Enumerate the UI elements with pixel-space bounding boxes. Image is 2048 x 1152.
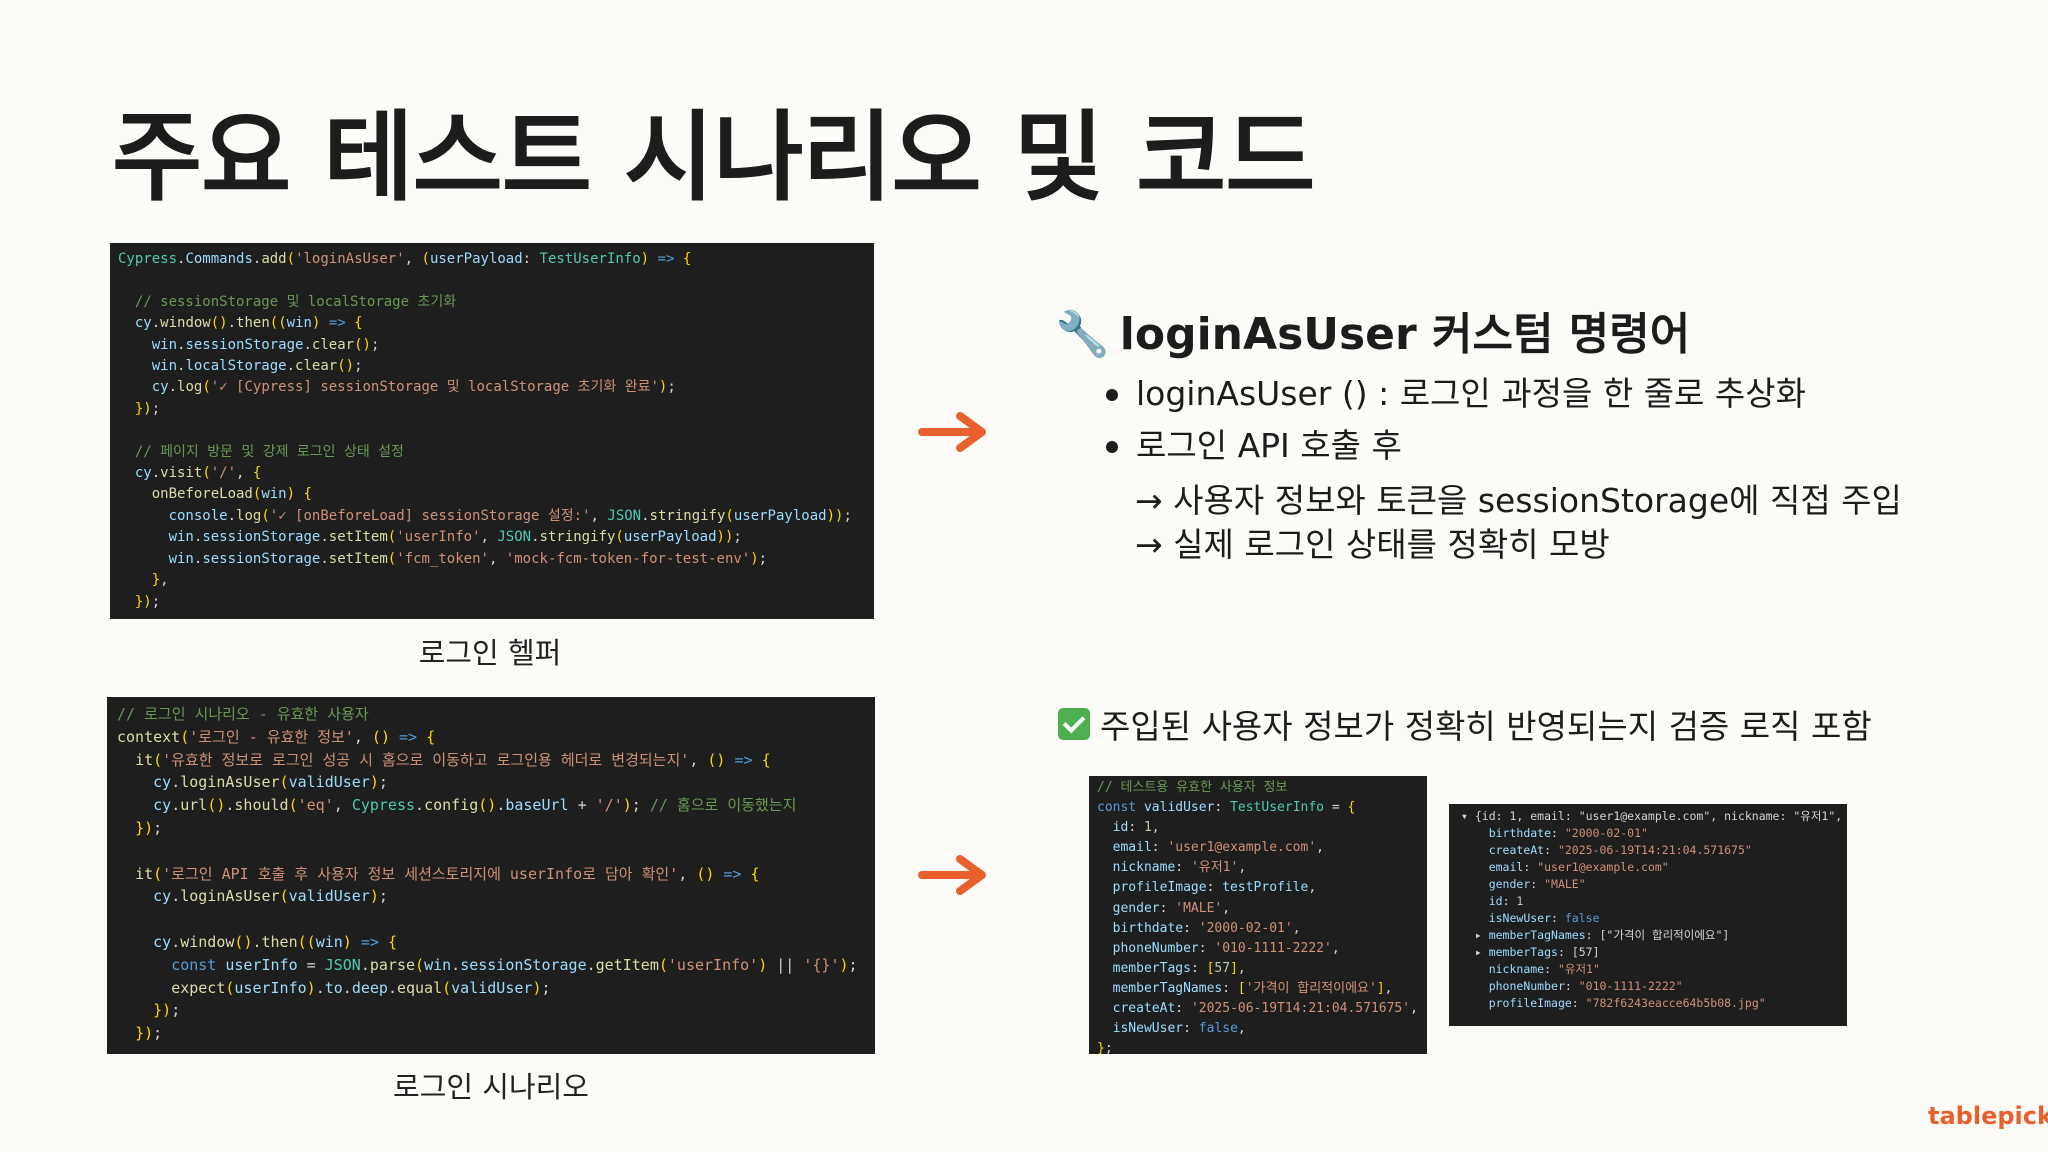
code-line: context('로그인 - 유효한 정보', () => {	[117, 727, 436, 746]
code-line: };	[1097, 1041, 1113, 1054]
code-line: email: "user1@example.com"	[1488, 860, 1669, 874]
code-line: const validUser: TestUserInfo = {	[1097, 800, 1356, 816]
valid-user-code-block: // 테스트용 유효한 사용자 정보 const validUser: TestU…	[1089, 776, 1427, 1054]
list-item: loginAsUser () : 로그인 과정을 한 줄로 추상화	[1100, 372, 1806, 416]
code-line: cy.loginAsUser(validUser);	[153, 773, 388, 792]
arrow-right-icon	[918, 855, 986, 895]
code-line: Cypress.Commands.add('loginAsUser', (use…	[118, 251, 692, 267]
page-title: 주요 테스트 시나리오 및 코드	[112, 101, 1315, 215]
code-line: const userInfo = JSON.parse(win.sessionS…	[171, 955, 858, 974]
code-line: ▸ memberTagNames: ["가격이 합리적이에요"]	[1461, 928, 1730, 942]
helper-caption: 로그인 헬퍼	[418, 636, 562, 670]
sub-point: → 실제 로그인 상태를 정확히 모방	[1135, 525, 1610, 564]
code-line: createAt: "2025-06-19T14:21:04.571675"	[1488, 843, 1752, 857]
code-line: phoneNumber: '010-1111-2222',	[1112, 940, 1340, 956]
code-line: console.log('✓ [onBeforeLoad] sessionSto…	[168, 507, 852, 524]
code-line: isNewUser: false,	[1112, 1021, 1246, 1037]
code-line: onBeforeLoad(win) {	[151, 486, 312, 503]
code-line: gender: 'MALE',	[1112, 900, 1231, 916]
code-line: it('유효한 정보로 로그인 성공 시 홈으로 이동하고 로그인용 헤더로 변…	[135, 750, 771, 769]
code-line: id: 1	[1488, 894, 1524, 908]
code-line: profileImage: testProfile,	[1112, 880, 1317, 896]
code-line: },	[151, 572, 169, 589]
code-line: birthdate: '2000-02-01',	[1112, 920, 1301, 936]
code-line: phoneNumber: "010-1111-2222"	[1488, 979, 1683, 993]
scenario-caption: 로그인 시나리오	[393, 1070, 589, 1104]
scenario-code-block: // 로그인 시나리오 - 유효한 사용자 context('로그인 - 유효한 …	[107, 697, 875, 1054]
helper-code-block: Cypress.Commands.add('loginAsUser', (use…	[110, 243, 874, 619]
code-line: nickname: "유저1"	[1488, 962, 1600, 976]
section-title: 🔧loginAsUser 커스텀 명령어	[1055, 298, 1690, 362]
code-line: });	[153, 1001, 181, 1020]
code-line: });	[134, 593, 161, 610]
code-line: cy.loginAsUser(validUser);	[153, 887, 388, 906]
tablepick-logo: tablepick	[1928, 1102, 2048, 1130]
code-line: cy.window().then((win) => {	[153, 932, 397, 951]
code-line: birthdate: "2000-02-01"	[1488, 826, 1648, 840]
code-line: memberTags: [57],	[1112, 960, 1246, 976]
code-line: win.sessionStorage.clear();	[151, 336, 380, 353]
check-note-text: 주입된 사용자 정보가 정확히 반영되는지 검증 로직 포함	[1100, 707, 1872, 746]
code-line: expect(userInfo).to.deep.equal(validUser…	[171, 978, 551, 997]
code-line: });	[134, 400, 161, 417]
code-line: win.localStorage.clear();	[151, 358, 363, 375]
code-line: win.sessionStorage.setItem('userInfo', J…	[168, 529, 742, 546]
code-line: cy.window().then((win) => {	[134, 315, 363, 332]
code-line: isNewUser: false	[1488, 911, 1600, 925]
check-note: 주입된 사용자 정보가 정확히 반영되는지 검증 로직 포함	[1058, 700, 1872, 748]
code-line: });	[135, 1024, 163, 1043]
code-line: memberTagNames: ['가격이 합리적이에요'],	[1112, 980, 1393, 996]
code-line: nickname: '유저1',	[1112, 860, 1247, 876]
code-line	[118, 270, 874, 291]
code-line: // 로그인 시나리오 - 유효한 사용자	[117, 705, 369, 723]
console-output-panel: ▾ {id: 1, email: "user1@example.com", ni…	[1449, 804, 1847, 1026]
code-line: it('로그인 API 호출 후 사용자 정보 세션스토리지에 userInfo…	[135, 864, 760, 883]
code-line	[118, 420, 874, 441]
code-line: win.sessionStorage.setItem('fcm_token', …	[168, 550, 768, 567]
code-line: ▸ memberTags: [57]	[1461, 945, 1600, 959]
code-line: id: 1,	[1112, 820, 1160, 836]
arrow-right-icon	[918, 412, 986, 452]
code-line: profileImage: "782f6243eacce64b5b08.jpg"	[1488, 996, 1766, 1010]
sub-point: → 사용자 정보와 토큰을 sessionStorage에 직접 주입	[1135, 481, 1902, 520]
list-item: 로그인 API 호출 후	[1100, 424, 1806, 468]
feature-list: loginAsUser () : 로그인 과정을 한 줄로 추상화 로그인 AP…	[1100, 372, 1806, 476]
code-line: // 테스트용 유효한 사용자 정보	[1097, 780, 1288, 795]
code-line	[117, 840, 875, 863]
code-line: cy.url().should('eq', Cypress.config().b…	[153, 796, 797, 815]
code-line: ▾ {id: 1, email: "user1@example.com", ni…	[1461, 809, 1843, 823]
section-title-text: loginAsUser 커스텀 명령어	[1119, 309, 1691, 360]
code-line: gender: "MALE"	[1488, 877, 1586, 891]
code-line: cy.visit('/', {	[134, 465, 262, 482]
code-line: // 페이지 방문 및 강제 로그인 상태 설정	[118, 443, 404, 460]
checkmark-icon	[1058, 708, 1090, 740]
code-line: });	[135, 818, 163, 837]
code-line: // sessionStorage 및 localStorage 초기화	[118, 293, 457, 310]
code-line	[117, 908, 875, 931]
code-line: createAt: '2025-06-19T14:21:04.571675',	[1112, 1001, 1418, 1017]
code-line: cy.log('✓ [Cypress] sessionStorage 및 loc…	[151, 379, 676, 396]
wrench-icon: 🔧	[1055, 309, 1110, 360]
code-line: email: 'user1@example.com',	[1112, 840, 1324, 856]
